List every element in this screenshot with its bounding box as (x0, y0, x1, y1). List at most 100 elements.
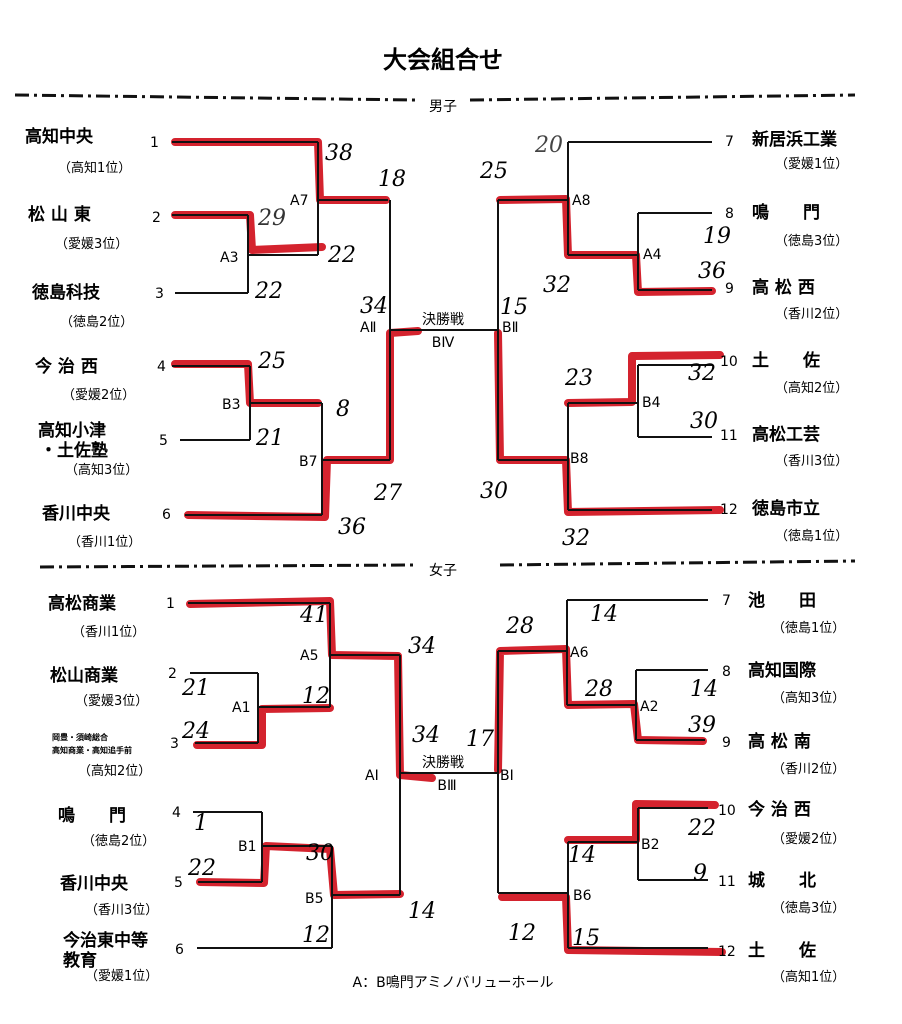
score: 12 (302, 684, 330, 709)
team-rank: （高知2位） (78, 763, 151, 779)
score: 12 (508, 921, 536, 946)
team-rank: （愛媛3位） (55, 237, 128, 252)
team-name: 岡豊・須崎総合 (52, 732, 109, 742)
bracket-lines (172, 141, 712, 516)
team-rank: （香川2位） (772, 762, 845, 777)
boys-section: 男子 A7 A3 B3 B7 AⅡ A8 A4 B4 B8 (14, 93, 856, 551)
team-name: 高知中央 (25, 126, 94, 147)
divider (14, 93, 416, 102)
match-label: A3 (220, 250, 238, 266)
team-rank: （香川2位） (775, 307, 848, 322)
final-label: 決勝戦 (422, 312, 464, 328)
score: 15 (572, 926, 600, 951)
team-name: 城 北 (748, 871, 816, 891)
match-label: BⅡ (502, 320, 519, 336)
team-name: 徳島市立 (751, 498, 820, 519)
match-label: B1 (238, 839, 257, 855)
score: 23 (564, 366, 593, 391)
score: 17 (466, 727, 494, 752)
team-rank: （高知1位） (772, 969, 845, 985)
score: 21 (255, 426, 284, 451)
score: 41 (299, 603, 328, 628)
team-name: 高知小津 (38, 420, 106, 441)
seed-number: 10 (718, 803, 736, 819)
team-rank: （高知3位） (772, 690, 845, 706)
score: 30 (480, 479, 508, 504)
score: 22 (687, 816, 716, 841)
team-rank: （愛媛3位） (75, 694, 148, 709)
seed-number: 7 (722, 593, 731, 609)
handwritten-scores: 41 34 21 12 24 34 17 1 30 22 14 12 28 14… (181, 602, 718, 951)
seed-number: 5 (159, 433, 168, 449)
score: 28 (584, 677, 613, 702)
final-label: 決勝戦 (422, 755, 464, 771)
score: 32 (688, 361, 716, 386)
score: 29 (257, 206, 286, 231)
seed-number: 8 (725, 206, 734, 222)
score: 28 (505, 614, 534, 639)
match-label: B6 (573, 888, 592, 904)
team-name: 松山商業 (50, 665, 118, 686)
match-label: A7 (290, 193, 308, 209)
team-rank: （愛媛1位） (775, 157, 848, 172)
team-rank: （香川3位） (775, 454, 848, 469)
handwritten-scores: 38 18 29 22 22 34 25 8 21 27 36 25 20 32… (254, 133, 731, 551)
team-name: 高 松 西 (752, 277, 815, 298)
match-label: A4 (643, 247, 662, 263)
team-rank: （徳島3位） (772, 901, 845, 916)
match-label: B7 (299, 454, 318, 470)
score: 38 (325, 141, 353, 166)
team-rank: （高知2位） (775, 380, 848, 396)
seed-number: 6 (175, 942, 184, 958)
score: 22 (254, 279, 283, 304)
team-name: ・土佐塾 (40, 440, 108, 461)
venue-note: A：B鳴門アミノバリューホール (353, 975, 554, 991)
team-name: 鳴 門 (58, 805, 126, 826)
page-title: 大会組合せ (383, 46, 503, 74)
team-name: 高 松 南 (748, 731, 811, 752)
seed-number: 2 (168, 666, 177, 682)
teams-left: 高知中央 （高知1位） 1 松 山 東 （愛媛3位） 2 徳島科技 （徳島2位）… (25, 126, 171, 550)
score: 8 (336, 397, 350, 422)
seed-number: 3 (170, 736, 179, 752)
team-name: 今 治 西 (35, 356, 98, 377)
final-code: BⅣ (432, 335, 455, 351)
seed-number: 3 (155, 286, 164, 302)
winner-paths (186, 597, 726, 956)
match-labels: A7 A3 B3 B7 AⅡ A8 A4 B4 B8 BⅡ 決勝戦 BⅣ (220, 193, 662, 470)
team-name: 徳島科技 (31, 282, 101, 303)
match-label: A1 (232, 700, 250, 716)
team-rank: （高知3位） (65, 462, 138, 478)
team-rank: （徳島2位） (82, 834, 155, 849)
girls-section: 女子 A5 A1 B1 B5 AⅠ A6 A2 B2 B6 BⅠ 決勝戦 (39, 559, 856, 985)
score: 34 (360, 294, 388, 319)
score: 19 (703, 224, 731, 249)
team-rank: （愛媛2位） (772, 832, 845, 847)
seed-number: 6 (162, 507, 171, 523)
final-code: BⅢ (437, 778, 456, 794)
score: 1 (194, 811, 208, 836)
seed-number: 12 (720, 502, 738, 518)
seed-number: 9 (725, 281, 734, 297)
team-rank: （香川1位） (72, 625, 145, 640)
score: 25 (257, 349, 286, 374)
seed-number: 9 (722, 735, 731, 751)
section-label-girls: 女子 (429, 562, 457, 579)
score: 12 (302, 923, 330, 948)
match-label: A2 (640, 699, 658, 715)
match-label: A8 (572, 193, 590, 209)
team-rank: （高知1位） (58, 160, 131, 176)
teams-right: 7 新居浜工業 （愛媛1位） 8 鳴 門 （徳島3位） 9 高 松 西 （香川2… (720, 129, 848, 544)
score: 36 (698, 259, 726, 284)
score: 22 (327, 243, 356, 268)
match-label: A5 (300, 648, 318, 664)
team-name: 土 佐 (752, 350, 820, 371)
team-name: 新居浜工業 (752, 129, 837, 150)
score: 18 (378, 167, 406, 192)
match-label: B4 (642, 395, 661, 411)
divider (499, 559, 856, 567)
seed-number: 11 (718, 874, 736, 890)
match-labels: A5 A1 B1 B5 AⅠ A6 A2 B2 B6 BⅠ 決勝戦 BⅢ (232, 645, 660, 907)
seed-number: 12 (718, 944, 736, 960)
